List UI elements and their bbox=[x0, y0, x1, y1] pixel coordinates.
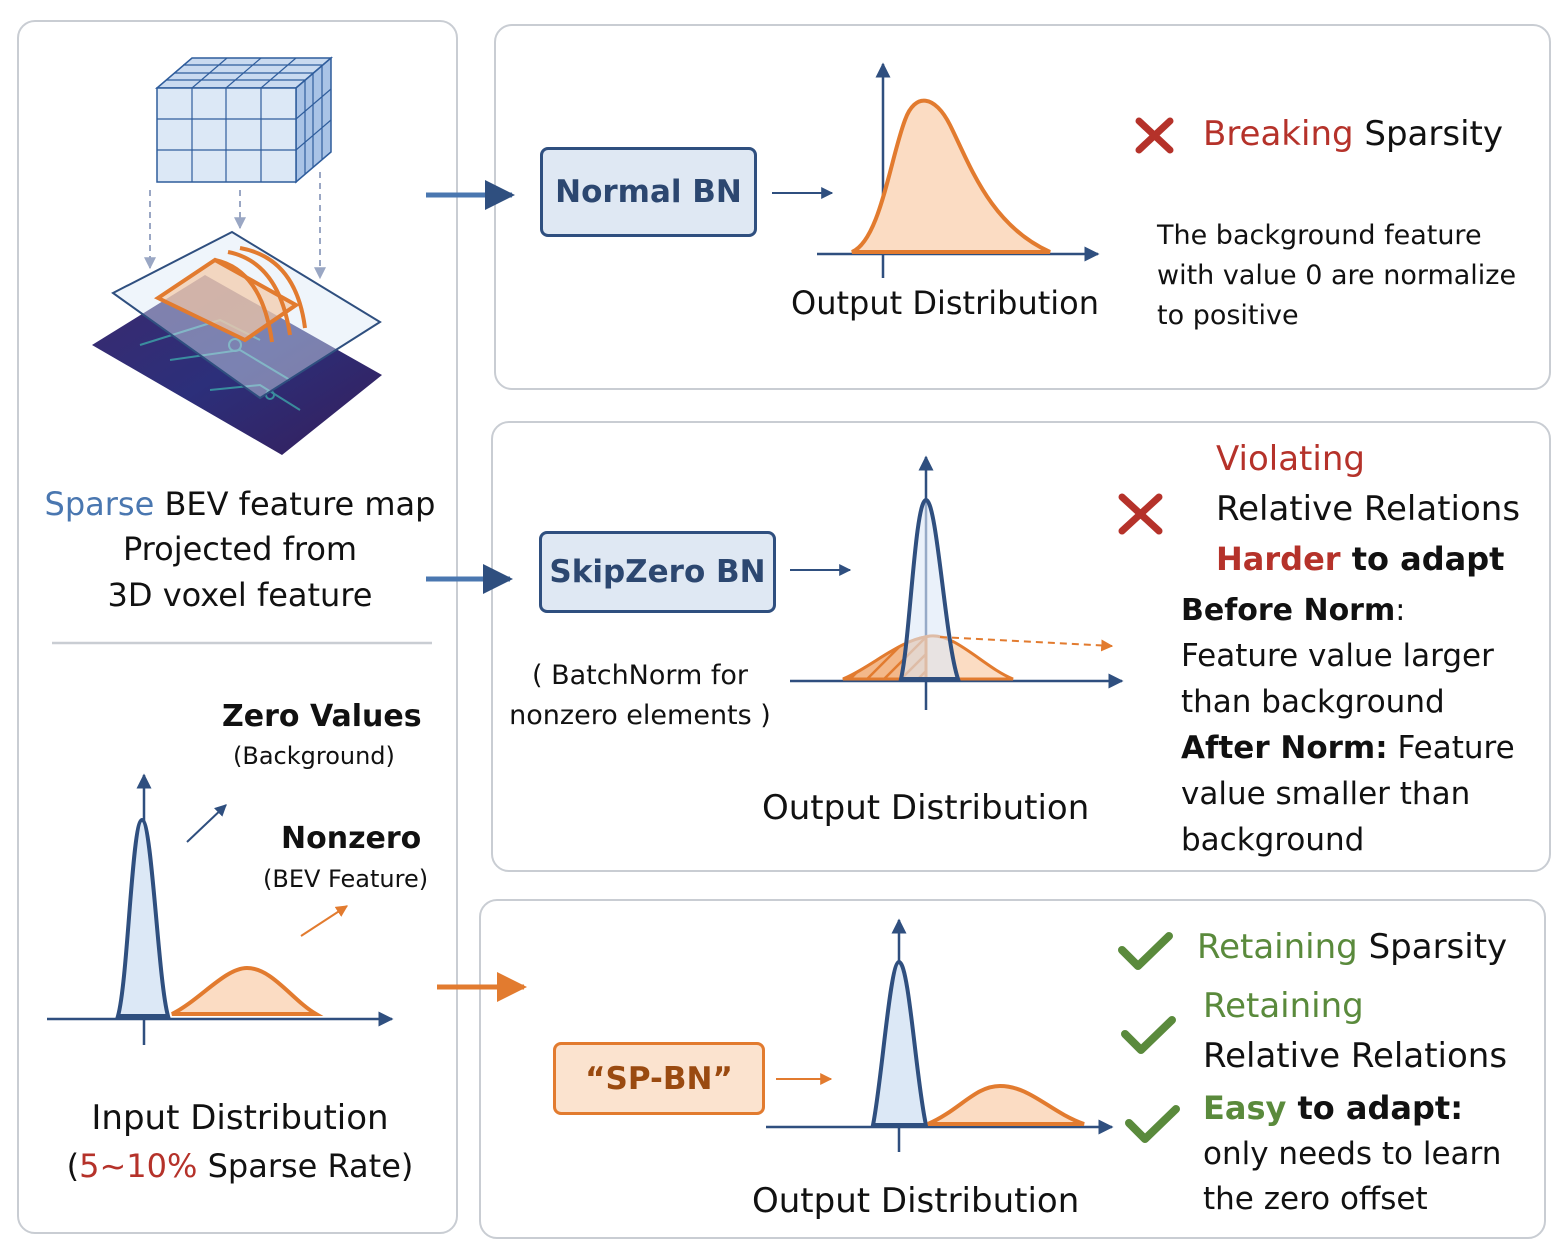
harder-to-adapt-label: Harder to adapt bbox=[1216, 540, 1505, 578]
input-distribution-label: Input Distribution bbox=[91, 1098, 389, 1138]
skipzero-note-line1: ( BatchNorm for bbox=[531, 660, 749, 691]
bev-feature-label: (BEV Feature) bbox=[263, 865, 429, 893]
bev-feature-map-icon bbox=[92, 230, 382, 455]
retaining-sparsity-label: Retaining Sparsity bbox=[1197, 927, 1508, 967]
projection-arrows bbox=[144, 172, 326, 280]
before-norm-label: Before Norm: bbox=[1181, 593, 1406, 628]
background-label: (Background) bbox=[233, 742, 395, 770]
sp-bn-box: “SP-BN” bbox=[553, 1042, 765, 1115]
relative-relations-label-2: Relative Relations bbox=[1203, 1036, 1508, 1076]
sparse-word: Sparse bbox=[44, 485, 155, 523]
sparse-rate-label: (5~10% Sparse Rate) bbox=[66, 1147, 414, 1185]
voxel-cube-icon bbox=[154, 56, 334, 184]
red-cross-icon bbox=[1135, 117, 1174, 154]
normal-bn-desc-line1: The background feature bbox=[1157, 220, 1482, 251]
zero-values-label: Zero Values bbox=[222, 699, 422, 734]
normal-bn-output-label: Output Distribution bbox=[791, 284, 1100, 322]
before-norm-desc-1: Feature value larger bbox=[1181, 638, 1494, 674]
sp-bn-desc-1: only needs to learn bbox=[1203, 1136, 1502, 1172]
normal-bn-desc-line2: with value 0 are normalize bbox=[1157, 260, 1517, 291]
normal-bn-desc-line3: to positive bbox=[1157, 300, 1299, 331]
sp-bn-output-label: Output Distribution bbox=[752, 1181, 1080, 1221]
normal-bn-box: Normal BN bbox=[540, 147, 757, 237]
after-norm-label: After Norm: Feature bbox=[1181, 730, 1515, 766]
before-norm-desc-2: than background bbox=[1181, 684, 1445, 720]
sp-bn-output-plot bbox=[766, 918, 1114, 1152]
skipzero-output-label: Output Distribution bbox=[762, 788, 1090, 828]
input-distribution-plot bbox=[47, 773, 394, 1045]
after-norm-desc-2: value smaller than bbox=[1181, 776, 1471, 812]
green-check-icon bbox=[1125, 1105, 1180, 1143]
sparse-rate-value: 5~10% bbox=[79, 1147, 198, 1185]
skipzero-bn-output-plot bbox=[790, 455, 1124, 710]
violating-label: Violating bbox=[1216, 439, 1365, 479]
bev-title-line2: Projected from bbox=[122, 530, 358, 568]
skipzero-bn-box: SkipZero BN bbox=[539, 531, 776, 613]
skipzero-bn-panel bbox=[491, 421, 1551, 872]
green-check-icon bbox=[1121, 1016, 1176, 1054]
green-check-icon bbox=[1118, 932, 1173, 970]
bev-title-line1: Sparse BEV feature map bbox=[30, 486, 450, 523]
bev-title-line3: 3D voxel feature bbox=[107, 576, 373, 614]
relative-relations-label-1: Relative Relations bbox=[1216, 489, 1521, 529]
normal-bn-output-plot bbox=[817, 62, 1100, 278]
easy-to-adapt-label: Easy to adapt: bbox=[1203, 1089, 1464, 1127]
red-cross-icon bbox=[1118, 493, 1163, 535]
bev-line1-rest: BEV feature map bbox=[154, 485, 436, 523]
breaking-sparsity-label: Breaking Sparsity bbox=[1203, 114, 1503, 154]
nonzero-label: Nonzero bbox=[281, 821, 422, 856]
retaining-label-2: Retaining bbox=[1203, 986, 1364, 1026]
after-norm-desc-3: background bbox=[1181, 822, 1365, 858]
skipzero-note-line2: nonzero elements ) bbox=[509, 700, 771, 731]
sp-bn-desc-2: the zero offset bbox=[1203, 1181, 1428, 1217]
